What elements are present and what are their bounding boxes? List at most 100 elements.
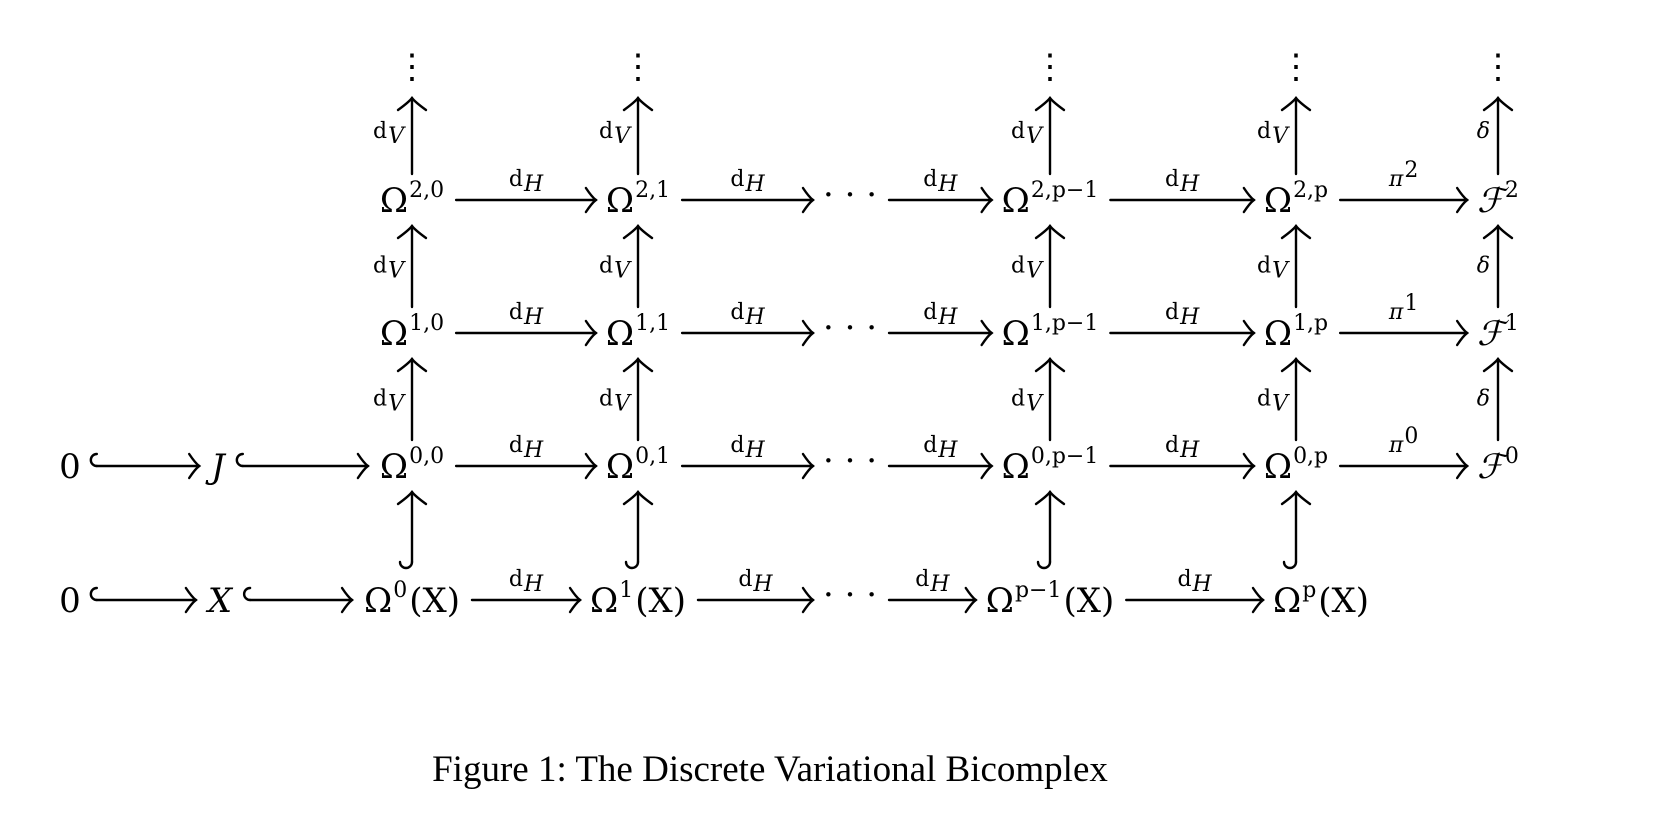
varrow-row0-to-row1-col3 (1034, 357, 1066, 442)
node-superscript: 1 (1505, 311, 1519, 336)
node-dots2: · · · (823, 175, 877, 215)
node-symbol: Ω (606, 447, 634, 487)
node-zeroX: 0 (59, 581, 81, 621)
arrowhead (980, 186, 994, 214)
arrow-label-sub: H (937, 305, 958, 330)
arrowhead (1455, 319, 1470, 347)
node-suffix: (X) (635, 581, 686, 621)
node-superscript: 1,0 (409, 311, 444, 336)
delta-label: δ (1477, 254, 1490, 279)
arrowhead (622, 224, 654, 240)
arrow-o20-to-o21 (454, 186, 598, 214)
arrow-label-base: d (1177, 567, 1191, 592)
node-zero0: 0 (59, 447, 81, 487)
arrowhead (1034, 224, 1066, 240)
arrowhead (584, 186, 598, 214)
ellipsis: · · · (823, 175, 877, 215)
arrow-label-base: d (923, 433, 937, 458)
arrow-label-sup: 2 (1404, 158, 1418, 183)
vertical-ellipsis: ⋮ (395, 47, 429, 87)
arrow-label-base: d (509, 567, 523, 592)
inclusion-X-to-x0 (242, 586, 355, 614)
node-symbol: Ω (1002, 181, 1030, 221)
arrow-label-sub: H (523, 172, 544, 197)
inclusion-hook (242, 586, 252, 602)
node-superscript: 0 (393, 578, 407, 603)
delta-label: δ (1477, 119, 1490, 144)
vertical-label-sub: V (1272, 124, 1290, 149)
figure-caption: Figure 1: The Discrete Variational Bicom… (432, 749, 1108, 790)
arrowhead (1280, 224, 1312, 240)
node-suffix: (X) (409, 581, 460, 621)
varrow-row1-to-row2-col4 (1280, 224, 1312, 309)
inclusion-hook (235, 452, 245, 468)
vertical-label-base: d (1011, 119, 1025, 144)
arrowhead (622, 490, 654, 506)
node-symbol: Ω (590, 581, 618, 621)
arrowhead (1482, 96, 1514, 112)
inclusion-rowX-to-row0-col0 (396, 490, 428, 570)
delta-label: δ (1477, 387, 1490, 412)
varrow-label-row1-col0: Vd (373, 254, 406, 284)
arrowhead (1455, 186, 1470, 214)
arrowhead (568, 586, 583, 614)
node-superscript: 1,p−1 (1031, 311, 1099, 336)
arrow-dots1-to-o1p1 (887, 319, 994, 347)
arrow-dots0-to-o0p1 (887, 452, 994, 480)
inclusion-hook (398, 560, 414, 570)
arrow-label-base: d (738, 567, 752, 592)
inclusion-rowX-to-row0-col4 (1280, 490, 1312, 570)
arrow-o1p-to-f1 (1338, 319, 1470, 347)
arrow-label-base: π (1388, 167, 1404, 192)
varrow-row2-to-dots-col0 (396, 96, 428, 176)
node-dots1: · · · (823, 308, 877, 348)
arrow-label-sub: H (937, 172, 958, 197)
arrow-label-base: d (1165, 433, 1179, 458)
varrow-label-row2-col4: Vd (1257, 119, 1290, 149)
node-superscript: p−1 (1015, 578, 1062, 603)
arrowhead (396, 490, 428, 506)
arrow-label-base: d (915, 567, 929, 592)
vertical-label-base: d (1011, 254, 1025, 279)
node-superscript: 0,0 (409, 444, 444, 469)
arrow-dotsX-to-xp1 (887, 586, 978, 614)
arrow-label-base: d (923, 167, 937, 192)
arrowhead (1242, 452, 1256, 480)
varrow-label-row0-col3: Vd (1011, 387, 1044, 417)
arrow-label-base: d (1165, 300, 1179, 325)
arrow-o2p1-to-o2p (1109, 186, 1256, 214)
varrow-row1-to-row2-col1 (622, 224, 654, 309)
node-symbol: Ω (606, 181, 634, 221)
inclusion-hook (89, 452, 99, 468)
arrowhead (396, 224, 428, 240)
arrow-label-sub: H (744, 172, 765, 197)
varrow-label-row1-col3: Vd (1011, 254, 1044, 284)
arrow-label-base: π (1388, 433, 1404, 458)
arrowhead (1034, 357, 1066, 373)
arrow-label-sub: H (744, 438, 765, 463)
vertical-label-sub: V (388, 259, 406, 284)
node-symbol: 0 (59, 447, 81, 487)
arrowhead (622, 357, 654, 373)
arrowhead (1482, 357, 1514, 373)
node-superscript: 0,1 (635, 444, 670, 469)
vertical-label-base: d (1257, 119, 1271, 144)
inclusion-rowX-to-row0-col1 (622, 490, 654, 570)
